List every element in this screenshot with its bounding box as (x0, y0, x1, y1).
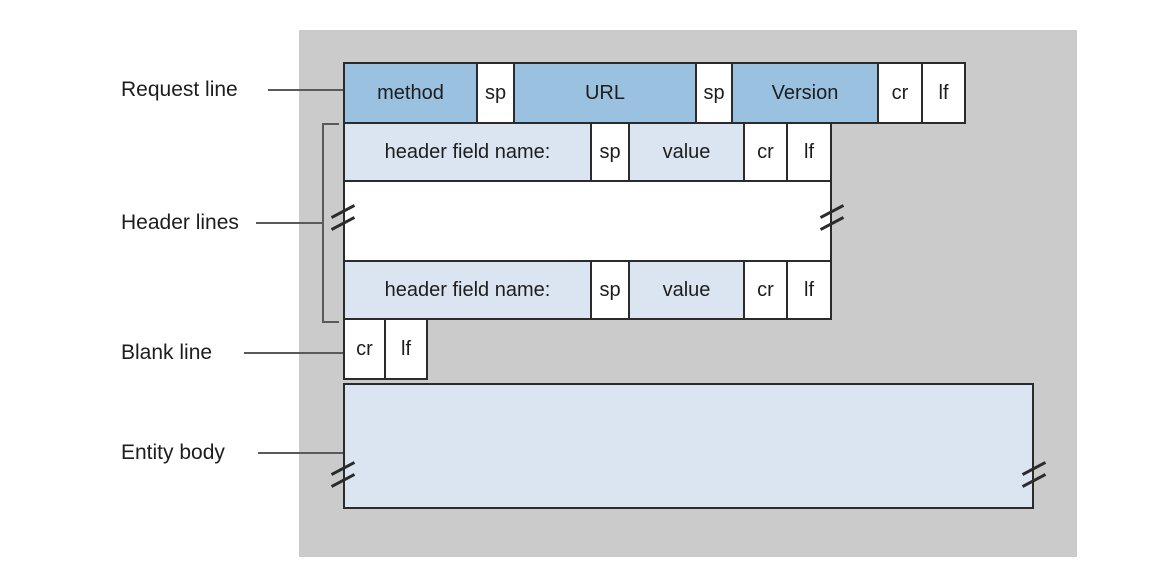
header-lines-continuation-row (343, 180, 832, 262)
sp-separator: sp (697, 64, 733, 122)
version-field: Version (733, 64, 879, 122)
sp-separator: sp (592, 262, 630, 318)
blank-line-row: cr lf (343, 318, 428, 380)
lf-separator: lf (788, 124, 830, 180)
entity-body-pointer (258, 452, 343, 454)
cr-separator: cr (745, 262, 788, 318)
header-line-row-2: header field name: sp value cr lf (343, 260, 832, 320)
header-field-name-field: header field name: (345, 262, 592, 318)
url-field: URL (515, 64, 697, 122)
request-line-row: method sp URL sp Version cr lf (343, 62, 966, 124)
value-field: value (630, 124, 745, 180)
lf-separator: lf (386, 320, 426, 378)
request-line-pointer (268, 89, 343, 91)
cr-separator: cr (745, 124, 788, 180)
header-lines-label: Header lines (121, 211, 239, 234)
blank-line-label: Blank line (121, 341, 213, 364)
header-lines-bracket (322, 123, 339, 323)
entity-body-box (343, 383, 1034, 509)
method-field: method (345, 64, 478, 122)
entity-body-label: Entity body (121, 441, 225, 464)
request-line-label: Request line (121, 78, 238, 101)
header-field-name-field: header field name: (345, 124, 592, 180)
sp-separator: sp (592, 124, 630, 180)
lf-separator: lf (923, 64, 964, 122)
value-field: value (630, 262, 745, 318)
lf-separator: lf (788, 262, 830, 318)
cr-separator: cr (879, 64, 923, 122)
blank-line-pointer (244, 352, 343, 354)
cr-separator: cr (345, 320, 386, 378)
header-lines-pointer (256, 222, 322, 224)
sp-separator: sp (478, 64, 515, 122)
header-line-row-1: header field name: sp value cr lf (343, 122, 832, 182)
